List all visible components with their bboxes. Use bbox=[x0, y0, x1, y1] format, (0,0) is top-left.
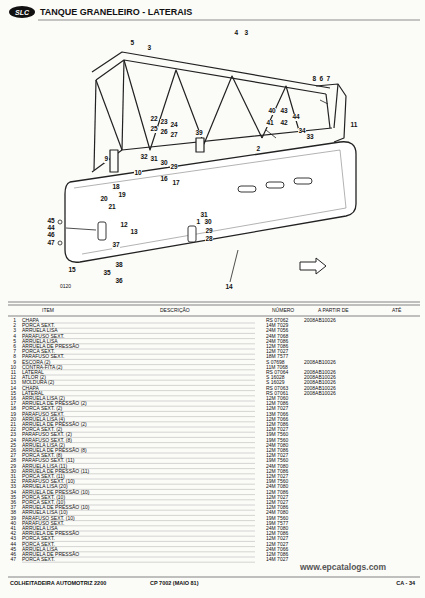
figure-number: 0120 bbox=[60, 284, 71, 289]
page-title: TANQUE GRANELEIRO - LATERAIS bbox=[40, 8, 192, 17]
callout-number: 5 bbox=[130, 40, 135, 47]
callout-number: 17 bbox=[172, 180, 180, 187]
callout-number: 39 bbox=[195, 130, 203, 137]
watermark: www.epcatalogs.com bbox=[300, 563, 386, 572]
callout-number: 45 bbox=[47, 218, 55, 225]
callout-number: 32 bbox=[140, 154, 148, 161]
callout-number: 18 bbox=[112, 184, 120, 191]
serial-from: 2008AB10026 bbox=[304, 391, 336, 396]
callout-number: 23 bbox=[160, 119, 168, 126]
callout-number: 43 bbox=[280, 108, 288, 115]
callout-number: 9 bbox=[104, 156, 109, 163]
until-header: ATÉ bbox=[392, 308, 401, 313]
description-header: DESCRIÇÃO bbox=[160, 308, 190, 313]
callout-number: 2 bbox=[256, 146, 261, 153]
callout-number: 6 bbox=[319, 76, 324, 83]
serial-from: 2008AB10026 bbox=[304, 360, 336, 365]
callout-number: 31 bbox=[150, 156, 158, 163]
callout-number: 8 bbox=[312, 76, 317, 83]
callout-number: 12 bbox=[120, 222, 128, 229]
callout-number: 44 bbox=[292, 114, 300, 121]
callout-number: 13 bbox=[130, 229, 138, 236]
callout-number: 15 bbox=[68, 267, 76, 274]
callout-number: 36 bbox=[115, 278, 123, 285]
callout-number: 19 bbox=[118, 192, 126, 199]
callout-number: 40 bbox=[268, 108, 276, 115]
callout-number: 33 bbox=[306, 134, 314, 141]
footer-catalog: CP 7002 (MAIO 81) bbox=[150, 581, 199, 587]
part-description: PORCA SEXT. bbox=[22, 557, 55, 562]
callout-number: 46 bbox=[47, 232, 55, 239]
footer-model: COLHEITADEIRA AUTOMOTRIZ 2200 bbox=[10, 581, 106, 587]
callout-number: 31 bbox=[200, 212, 208, 219]
callout-number: 30 bbox=[204, 219, 212, 226]
item-number: 47 bbox=[10, 557, 16, 562]
page-number: CA - 34 bbox=[396, 581, 415, 587]
callout-number: 21 bbox=[108, 204, 116, 211]
callout-number: 3 bbox=[147, 45, 152, 52]
callout-number: 4 bbox=[234, 30, 239, 37]
callout-number: 27 bbox=[170, 132, 178, 139]
callout-number: 7 bbox=[326, 76, 331, 83]
callout-number: 37 bbox=[112, 242, 120, 249]
callout-number: 16 bbox=[160, 176, 168, 183]
callout-number: 35 bbox=[103, 270, 111, 277]
callout-number: 29 bbox=[170, 164, 178, 171]
callout-number: 14 bbox=[225, 284, 233, 291]
callout-number: 11 bbox=[350, 122, 358, 129]
callout-number: 26 bbox=[160, 129, 168, 136]
callout-number: 41 bbox=[266, 120, 274, 127]
callout-number: 25 bbox=[150, 126, 158, 133]
part-number: 14M 7027 bbox=[266, 557, 288, 562]
item-header: ITEM bbox=[42, 308, 54, 313]
callout-number: 28 bbox=[205, 236, 213, 243]
callout-number: 1 bbox=[196, 219, 201, 226]
serial-from: 2008AB10026 bbox=[304, 318, 336, 323]
callout-number: 44 bbox=[47, 225, 55, 232]
callout-number: 10 bbox=[134, 170, 142, 177]
callout-number: 30 bbox=[160, 160, 168, 167]
callout-number: 20 bbox=[100, 196, 108, 203]
callout-number: 24 bbox=[170, 122, 178, 129]
callout-number: 38 bbox=[115, 262, 123, 269]
brand-logo: SLC bbox=[15, 9, 29, 16]
from-header: A PARTIR DE bbox=[318, 308, 349, 313]
callout-number: 34 bbox=[298, 128, 306, 135]
callout-number: 47 bbox=[47, 240, 55, 247]
callout-number: 22 bbox=[150, 116, 158, 123]
callout-number: 42 bbox=[280, 120, 288, 127]
part-number-header: NÚMERO bbox=[272, 308, 294, 313]
callout-number: 29 bbox=[205, 228, 213, 235]
callout-number: 3 bbox=[244, 30, 249, 37]
